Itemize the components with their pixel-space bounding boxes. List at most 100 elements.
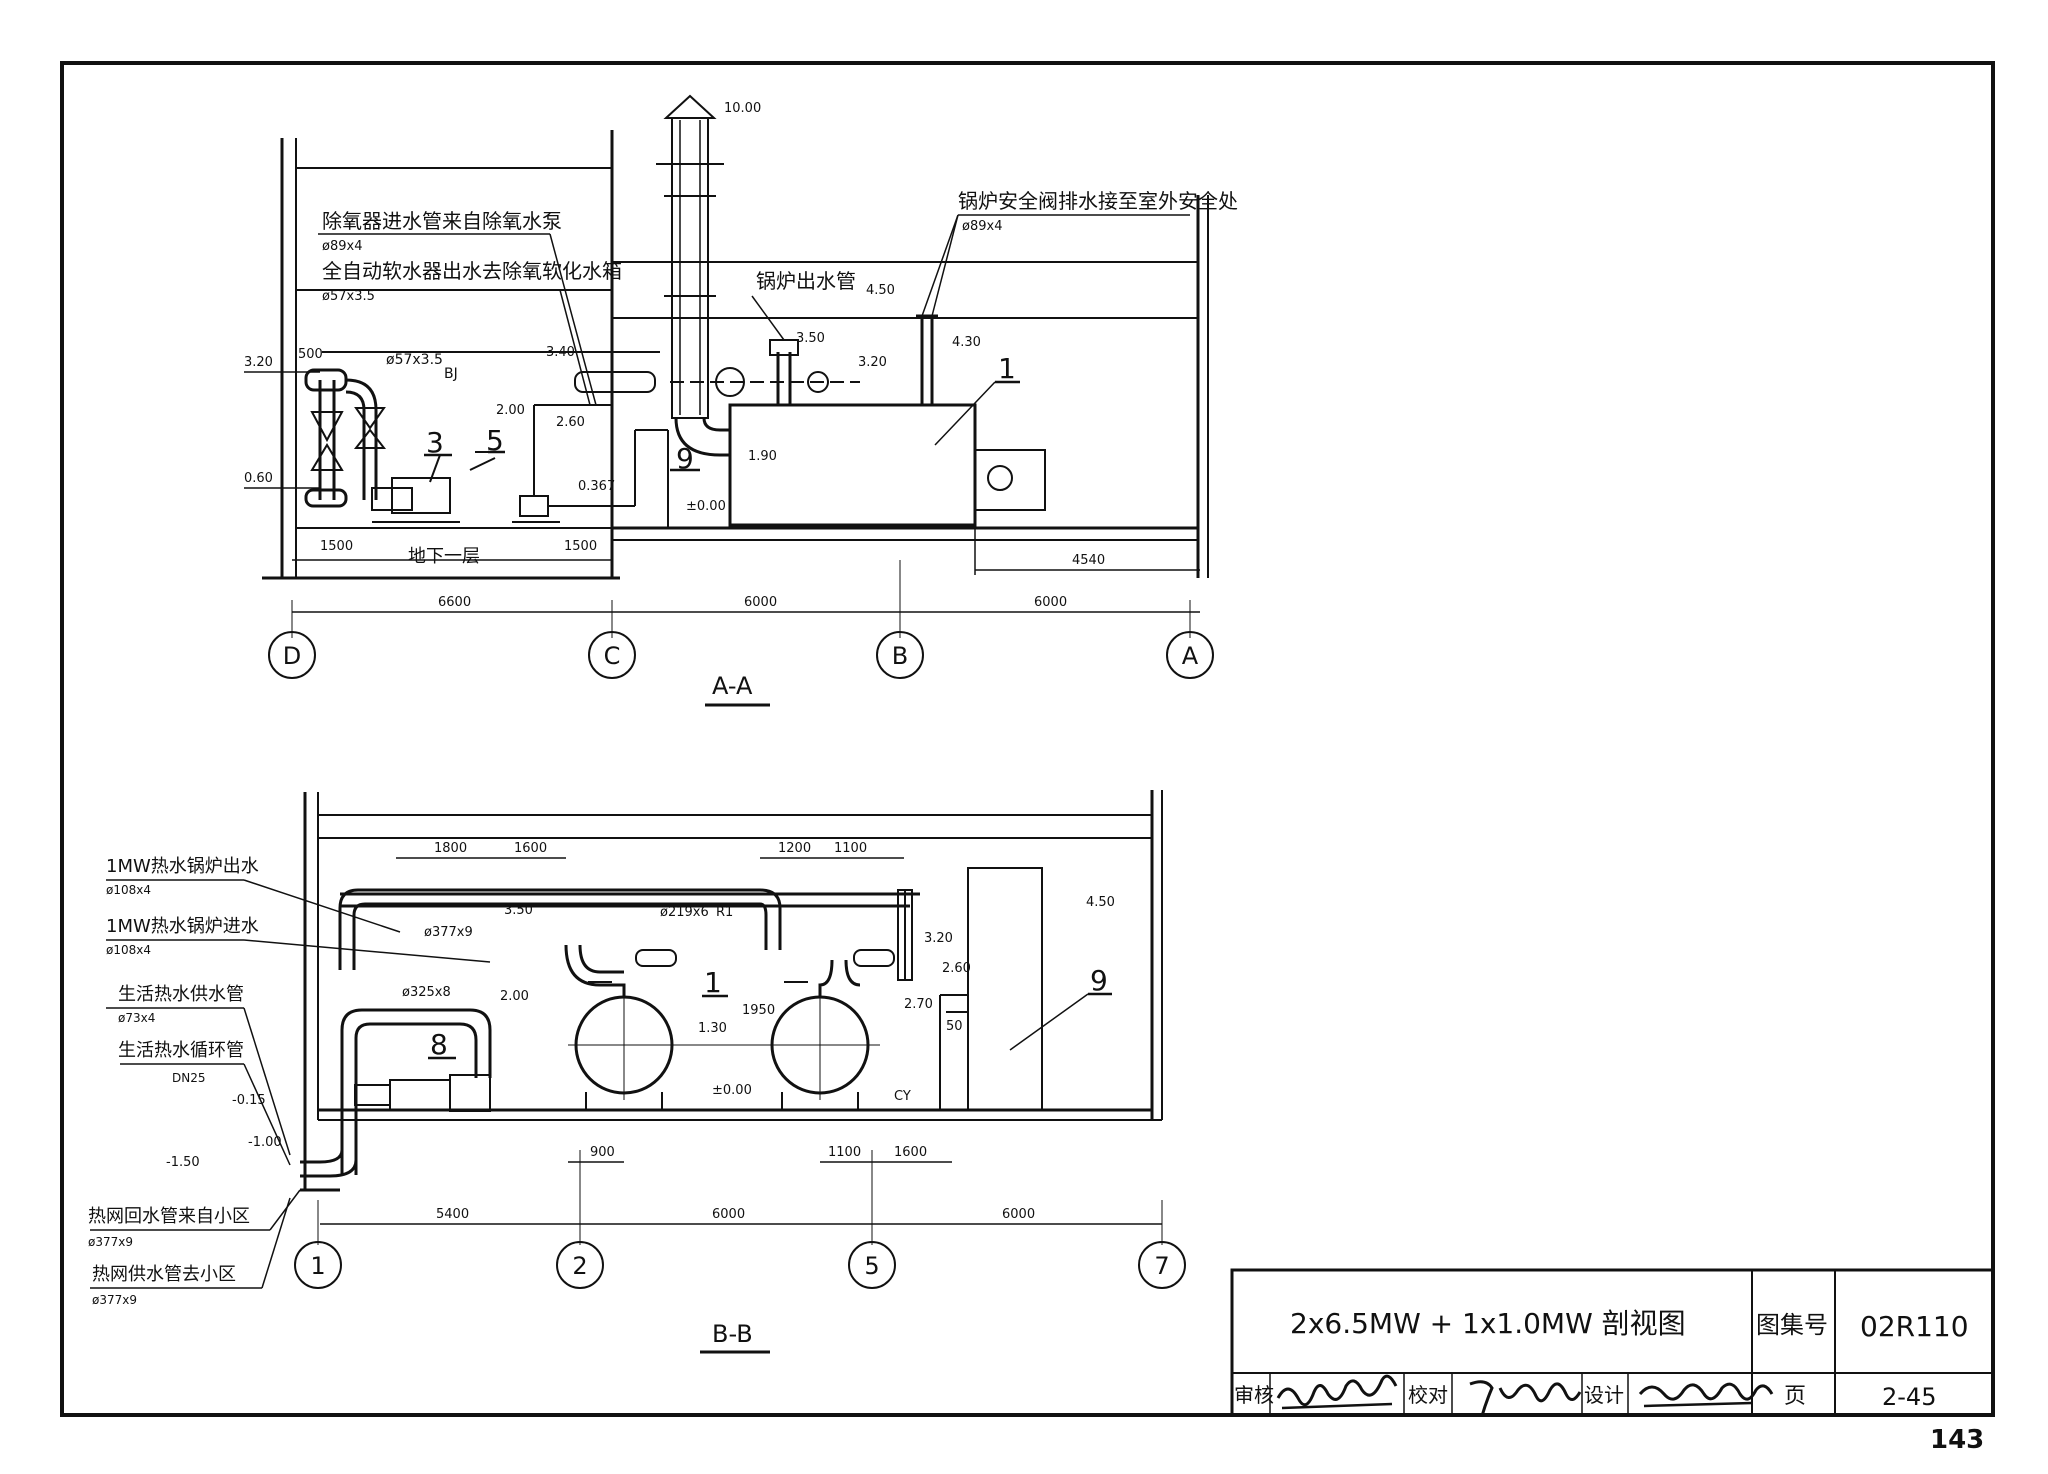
item-aa-3: 3 (426, 426, 444, 459)
elev-bb-200: 2.00 (500, 989, 529, 1004)
dim-bb-1200: 1200 (778, 841, 811, 856)
signature-design (1638, 1382, 1774, 1408)
dim-bb-1950: 1950 (742, 1003, 775, 1018)
label-bb-dhw-supply: 生活热水供水管 (118, 984, 244, 1005)
page-number: 2-45 (1882, 1383, 1936, 1411)
atlas-number: 02R110 (1860, 1310, 1969, 1343)
check-label: 校对 (1408, 1383, 1448, 1407)
elev-bb-000: ±0.00 (712, 1083, 752, 1098)
axis-1 (294, 1241, 342, 1289)
elev-bb-350: 3.50 (504, 903, 533, 918)
dim-bb-1600-bottom: 1600 (894, 1145, 927, 1160)
label-deaerator-inlet: 除氧器进水管来自除氧水泵 (322, 209, 562, 233)
label-bb-out-1mw: 1MW热水锅炉出水 (106, 856, 259, 877)
dim-bb-50: 50 (946, 1019, 963, 1034)
grid-dim-aa-2: 6000 (744, 595, 777, 610)
review-label: 审核 (1234, 1383, 1274, 1407)
title-block (1230, 1268, 1995, 1417)
label-deaerator-inlet-size: ø89x4 (322, 239, 362, 254)
dim-aa-4540: 4540 (1072, 553, 1105, 568)
axis-label-7: 7 (1154, 1252, 1169, 1280)
label-bb-cy: CY (894, 1089, 911, 1104)
axis-label-c: C (604, 642, 621, 670)
panel-9 (967, 867, 1043, 1111)
label-bb-net-supply-size: ø377x9 (92, 1293, 137, 1307)
dim-aa-1500-right: 1500 (564, 539, 597, 554)
label-bb-dhw-circ: 生活热水循环管 (118, 1040, 244, 1061)
axis-label-1: 1 (310, 1252, 325, 1280)
elev-bb-320: 3.20 (924, 931, 953, 946)
elev-aa-340: 3.40 (546, 345, 575, 360)
dim-aa-500: 500 (298, 347, 323, 362)
dim-bb-1100: 1100 (834, 841, 867, 856)
label-bb-net-return: 热网回水管来自小区 (88, 1206, 250, 1227)
elev-bb-260: 2.60 (942, 961, 971, 976)
label-softener-outlet: 全自动软水器出水去除氧软化水箱 (322, 259, 622, 283)
elev-bb-270: 2.70 (904, 997, 933, 1012)
item-aa-9: 9 (676, 442, 694, 475)
section-title-aa: A-A (712, 672, 753, 700)
dim-bb-1600: 1600 (514, 841, 547, 856)
sheet-number: 143 (1930, 1425, 1984, 1455)
atlas-label: 图集号 (1756, 1311, 1828, 1339)
elev-aa-200: 2.00 (496, 403, 525, 418)
dim-bb-1100-bottom: 1100 (828, 1145, 861, 1160)
signature-check (1469, 1380, 1582, 1417)
label-bb-in-1mw-size: ø108x4 (106, 943, 151, 957)
axis-c (588, 631, 636, 679)
section-aa (244, 94, 1214, 707)
label-bj-size: ø57x3.5 (386, 352, 443, 368)
label-safety-drain: 锅炉安全阀排水接至室外安全处 (958, 189, 1238, 213)
elev-aa-0367: 0.367 (578, 479, 615, 494)
axis-b (876, 631, 924, 679)
label-boiler-outlet: 锅炉出水管 (756, 269, 856, 293)
label-bj: BJ (444, 366, 458, 382)
elev-aa-350: 3.50 (796, 331, 825, 346)
axis-label-5: 5 (864, 1252, 879, 1280)
label-bb-net-return-size: ø377x9 (88, 1235, 133, 1249)
axis-7 (1138, 1241, 1186, 1289)
elev-aa-060: 0.60 (244, 471, 273, 486)
label-bb-pipe-325: ø325x8 (402, 985, 451, 1000)
elev-bb-130: 1.30 (698, 1021, 727, 1036)
signature-review (1276, 1374, 1398, 1410)
axis-label-a: A (1182, 642, 1199, 670)
elev-aa-320-left: 3.20 (244, 355, 273, 370)
dim-bb-900: 900 (590, 1145, 615, 1160)
grid-dim-aa-1: 6600 (438, 595, 471, 610)
label-bb-pipe-219: ø219x6 (660, 905, 709, 920)
elev-bb-150: -1.50 (166, 1155, 200, 1170)
label-safety-drain-size: ø89x4 (962, 219, 1002, 234)
label-bb-pipe-r1: R1 (716, 905, 733, 920)
grid-dim-bb-2: 6000 (712, 1207, 745, 1222)
elev-aa-190: 1.90 (748, 449, 777, 464)
section-bb (90, 790, 1186, 1354)
elev-aa-430: 4.30 (952, 335, 981, 350)
label-bb-in-1mw: 1MW热水锅炉进水 (106, 916, 259, 937)
elev-bb-450: 4.50 (1086, 895, 1115, 910)
dim-aa-1500-left: 1500 (320, 539, 353, 554)
label-bb-pipe-377: ø377x9 (424, 925, 473, 940)
item-bb-1: 1 (704, 966, 722, 999)
axis-d (268, 631, 316, 679)
label-bb-net-supply: 热网供水管去小区 (92, 1264, 236, 1285)
axis-a (1166, 631, 1214, 679)
design-label: 设计 (1584, 1383, 1624, 1407)
grid-dim-bb-3: 6000 (1002, 1207, 1035, 1222)
axis-2 (556, 1241, 604, 1289)
grid-dim-aa-3: 6000 (1034, 595, 1067, 610)
page-label: 页 (1784, 1384, 1806, 1409)
label-basement: 地下一层 (408, 546, 480, 567)
elev-aa-000: ±0.00 (686, 499, 726, 514)
elev-aa-10: 10.00 (724, 101, 761, 116)
item-aa-1: 1 (998, 352, 1016, 385)
label-bb-out-1mw-size: ø108x4 (106, 883, 151, 897)
axis-label-d: D (283, 642, 301, 670)
axis-label-b: B (892, 642, 908, 670)
elev-aa-320-right: 3.20 (858, 355, 887, 370)
elev-bb-100: -1.00 (248, 1135, 282, 1150)
elev-aa-450: 4.50 (866, 283, 895, 298)
dim-bb-1800: 1800 (434, 841, 467, 856)
